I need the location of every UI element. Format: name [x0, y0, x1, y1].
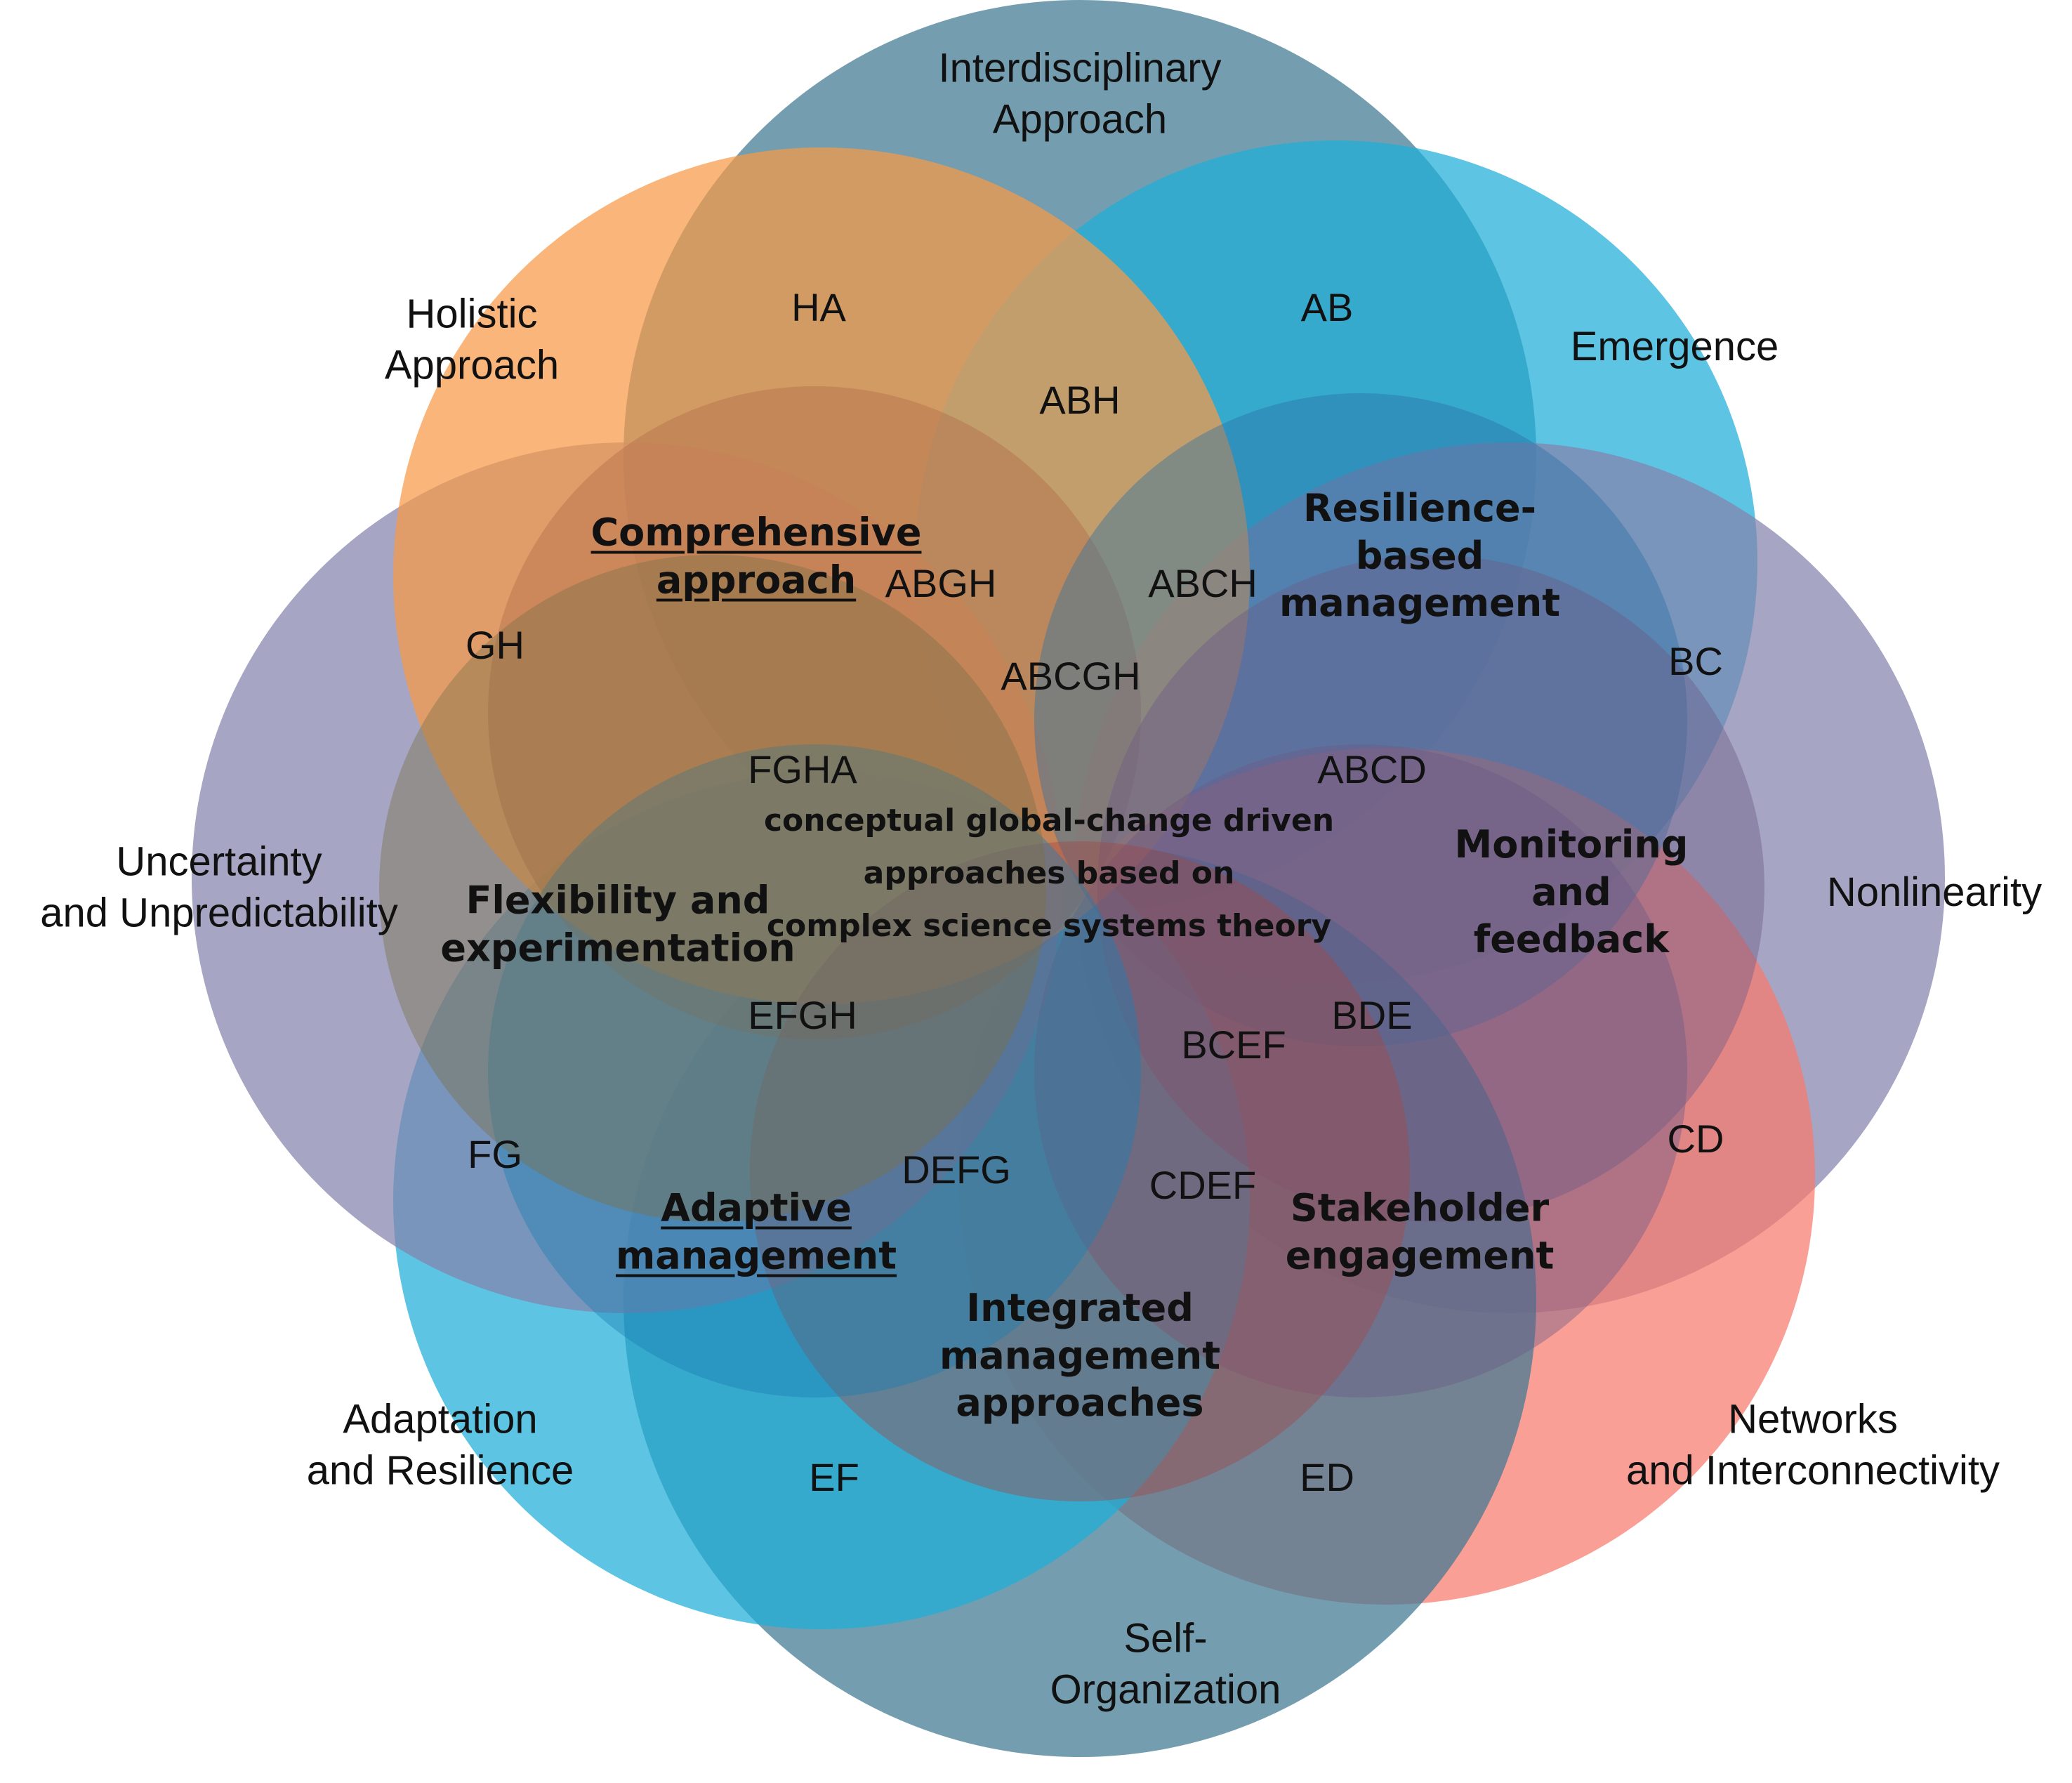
approach-circle-integrated [750, 841, 1410, 1501]
region-label-abch: ABCH [1148, 561, 1258, 605]
principle-label-nonlinearity: Nonlinearity [1826, 869, 2043, 915]
approach-circle-comprehensive [488, 386, 1141, 1039]
principle-circle-h [393, 147, 1250, 1004]
principle-label-uncertainty: Uncertainty and Unpredictability [40, 838, 398, 936]
principle-label-interdisciplinary: Interdisciplinary Approach [938, 45, 1222, 143]
region-label-cdef: CDEF [1149, 1163, 1257, 1207]
approach-label-resilience: Resilience- based management [1279, 485, 1561, 625]
region-label-gh: GH [466, 623, 524, 667]
circle-layer [192, 0, 1945, 1757]
approach-label-flexibility: Flexibility and experimentation [440, 878, 796, 971]
center-concept-label: conceptual global-change driven approach… [763, 802, 1335, 944]
approach-circle-stakeholder [1034, 744, 1687, 1397]
region-label-fg: FG [468, 1132, 522, 1176]
region-label-cd: CD [1667, 1117, 1724, 1161]
approach-label-integrated: Integrated management approaches [939, 1285, 1221, 1425]
region-label-bde: BDE [1331, 993, 1413, 1037]
region-label-ef: EF [809, 1455, 859, 1499]
principle-label-emergence: Emergence [1570, 323, 1779, 369]
region-label-efgh: EFGH [748, 993, 857, 1037]
region-label-abcd: ABCD [1317, 747, 1427, 791]
region-label-abcgh: ABCGH [1001, 654, 1141, 698]
region-label-bc: BC [1668, 639, 1723, 683]
approach-circle-monitoring [1097, 555, 1764, 1222]
region-label-fgha: FGHA [748, 747, 857, 791]
approach-circle-resilience [1034, 393, 1687, 1046]
region-label-ed: ED [1300, 1455, 1354, 1499]
region-label-abh: ABH [1039, 378, 1121, 422]
approach-label-adaptive: Adaptive management [615, 1185, 897, 1278]
principle-label-self-organization: Self- Organization [1050, 1615, 1281, 1713]
approach-circle-flexibility [379, 555, 1046, 1222]
region-label-defg: DEFG [902, 1147, 1011, 1192]
region-label-ab: AB [1300, 285, 1354, 329]
region-label-abgh: ABGH [885, 561, 997, 605]
approach-label-stakeholder: Stakeholder engagement [1285, 1185, 1555, 1278]
principle-label-holistic: Holistic Approach [384, 291, 560, 388]
region-label-bcef: BCEF [1181, 1022, 1286, 1067]
approach-label-monitoring: Monitoring and feedback [1454, 822, 1689, 961]
principle-label-networks: Networks and Interconnectivity [1626, 1396, 2000, 1494]
approach-circle-adaptive [488, 744, 1141, 1397]
approach-label-comprehensive: Comprehensive approach [590, 510, 922, 603]
region-label-ha: HA [791, 285, 846, 329]
principle-label-adaptation: Adaptation and Resilience [306, 1396, 574, 1494]
